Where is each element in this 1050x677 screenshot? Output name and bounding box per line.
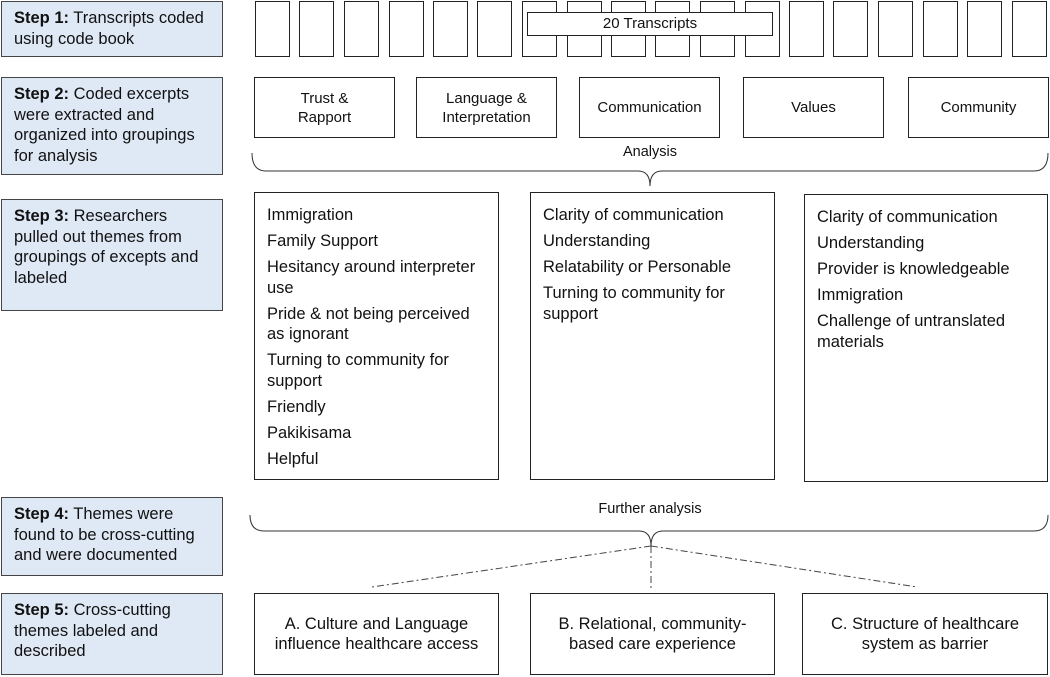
step-4-label: Step 4: <box>14 505 70 523</box>
theme-item: Clarity of communication <box>543 206 724 224</box>
transcript-box <box>389 1 424 57</box>
step-1-box: Step 1: Transcripts coded using code boo… <box>1 1 223 57</box>
transcript-box <box>1012 1 1047 57</box>
transcript-box <box>789 1 824 57</box>
grouping-label: Trust & Rapport <box>297 89 352 126</box>
dashdot-connector-right <box>650 545 918 588</box>
grouping-communication: Communication <box>579 77 720 138</box>
step-5-label: Step 5: <box>14 601 70 619</box>
theme-item: Friendly <box>267 397 326 416</box>
cross-cutting-label: B. Relational, community-based care expe… <box>558 614 747 654</box>
theme-item: Provider is knowledgeable <box>817 260 1010 278</box>
theme-item: Clarity of communication <box>817 208 998 226</box>
theme-item: Family Support <box>267 232 378 250</box>
grouping-language-interpretation: Language & Interpretation <box>416 77 557 138</box>
step-3-box: Step 3: Researchers pulled out themes fr… <box>1 199 223 311</box>
theme-item: Hesitancy around interpreter use <box>267 258 476 297</box>
step-4-box: Step 4: Themes were found to be cross-cu… <box>1 497 223 576</box>
cross-cutting-theme-c: C. Structure of healthcare system as bar… <box>802 593 1048 675</box>
step-4-text: Themes were found to be cross-cutting an… <box>14 505 195 564</box>
theme-box-1: Immigration Family Support Hesitancy aro… <box>254 192 499 480</box>
dashdot-connector-left <box>371 545 652 588</box>
step-3-text: Researchers pulled out themes from group… <box>14 207 199 287</box>
transcripts-count-label: 20 Transcripts <box>527 12 773 36</box>
further-analysis-brace <box>249 514 1049 547</box>
theme-item: Immigration <box>817 286 904 304</box>
cross-cutting-label: C. Structure of healthcare system as bar… <box>830 614 1019 654</box>
step-3-label: Step 3: <box>14 207 70 225</box>
transcript-box <box>344 1 379 57</box>
analysis-brace <box>251 152 1049 187</box>
transcript-box <box>299 1 334 57</box>
theme-item: Pakikisama <box>267 423 352 442</box>
grouping-trust-rapport: Trust & Rapport <box>254 77 395 138</box>
step-2-label: Step 2: <box>14 85 70 103</box>
grouping-values: Values <box>743 77 884 138</box>
theme-list: Clarity of communication Understanding P… <box>817 207 1035 352</box>
analysis-label: Analysis <box>623 144 677 160</box>
theme-item: Helpful <box>267 449 319 468</box>
grouping-label: Community <box>940 99 1017 116</box>
step-5-box: Step 5: Cross-cutting themes labeled and… <box>1 593 223 675</box>
cross-cutting-label: A. Culture and Language influence health… <box>274 614 479 654</box>
transcript-box <box>833 1 868 57</box>
theme-item: Pride & not being perceived as ignorant <box>267 304 470 344</box>
step-2-text: Coded excerpts were extracted and organi… <box>14 85 195 165</box>
theme-item: Understanding <box>817 234 925 252</box>
theme-item: Challenge of untranslated materials <box>817 312 1006 351</box>
theme-list: Clarity of communication Understanding R… <box>543 205 762 324</box>
theme-box-3: Clarity of communication Understanding P… <box>804 194 1048 482</box>
grouping-community: Community <box>908 77 1049 138</box>
theme-list: Immigration Family Support Hesitancy aro… <box>267 205 486 469</box>
theme-box-2: Clarity of communication Understanding R… <box>530 192 775 480</box>
transcript-box <box>477 1 512 57</box>
transcript-box <box>967 1 1002 57</box>
cross-cutting-theme-b: B. Relational, community-based care expe… <box>530 593 775 675</box>
cross-cutting-theme-a: A. Culture and Language influence health… <box>254 593 499 675</box>
transcript-box <box>433 1 468 57</box>
theme-item: Turning to community for support <box>543 284 725 323</box>
grouping-label: Language & Interpretation <box>442 89 531 126</box>
transcript-box <box>923 1 958 57</box>
grouping-label: Communication <box>597 99 702 116</box>
theme-item: Turning to community for support <box>267 351 449 390</box>
theme-item: Understanding <box>543 232 651 250</box>
theme-item: Immigration <box>267 206 354 224</box>
transcript-box <box>255 1 290 57</box>
transcript-box <box>878 1 913 57</box>
further-analysis-label: Further analysis <box>598 501 702 517</box>
step-1-label: Step 1: <box>14 9 70 27</box>
step-2-box: Step 2: Coded excerpts were extracted an… <box>1 77 223 175</box>
step-1-text: Transcripts coded using code book <box>14 9 204 48</box>
theme-item: Relatability or Personable <box>543 258 732 276</box>
grouping-label: Values <box>791 99 836 116</box>
step-5-text: Cross-cutting themes labeled and describ… <box>14 601 171 660</box>
